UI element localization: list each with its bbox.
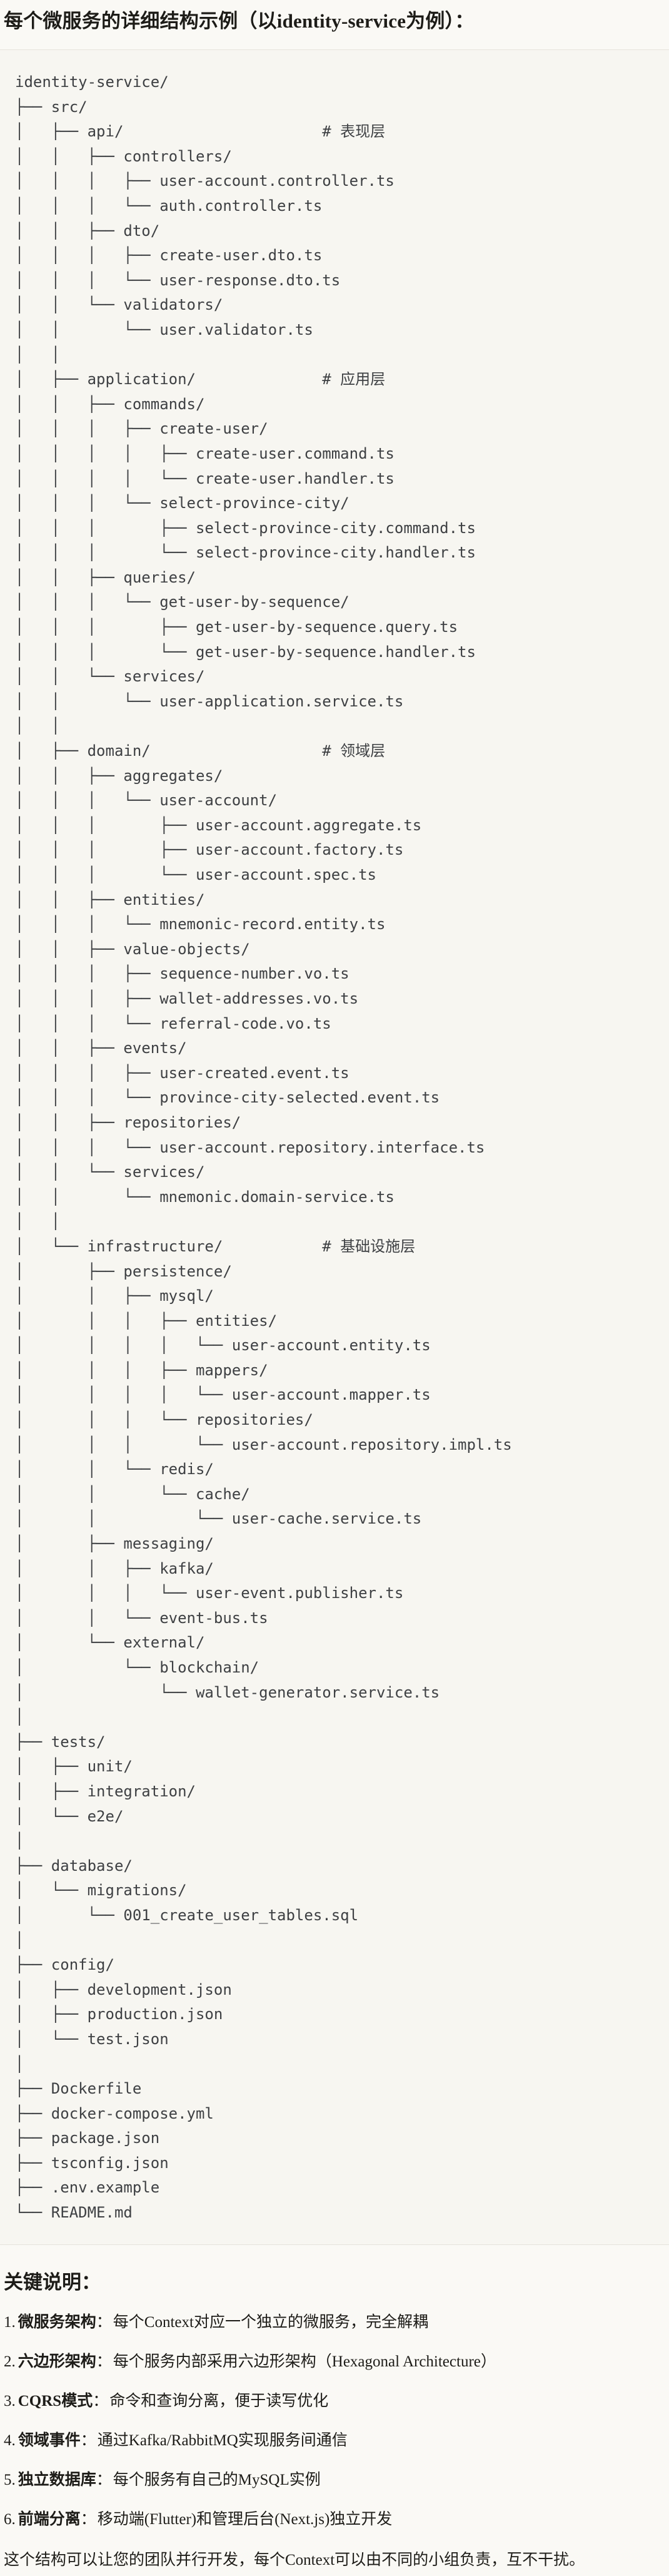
note-separator: ： — [80, 2431, 96, 2449]
notes-heading: 关键说明： — [4, 2271, 101, 2293]
code-block: identity-service/ ├── src/ │ ├── api/ # … — [0, 49, 669, 2245]
note-term: CQRS模式 — [18, 2392, 93, 2410]
page-title: 每个微服务的详细结构示例（以identity-service为例）： — [4, 10, 475, 32]
note-separator: ： — [96, 2471, 112, 2488]
note-term: 独立数据库 — [18, 2471, 96, 2488]
note-number: 6. — [4, 2510, 16, 2528]
note-number: 4. — [4, 2431, 16, 2449]
note-item-microservice: 1.微服务架构：每个Context对应一个独立的微服务，完全解耦 — [4, 2310, 663, 2335]
note-term: 领域事件 — [18, 2431, 81, 2449]
note-description: 每个服务内部采用六边形架构（Hexagonal Architecture） — [113, 2353, 496, 2370]
note-description: 移动端(Flutter)和管理后台(Next.js)独立开发 — [97, 2510, 393, 2528]
note-description: 通过Kafka/RabbitMQ实现服务间通信 — [97, 2431, 348, 2449]
note-term: 微服务架构 — [18, 2313, 96, 2331]
note-description: 每个Context对应一个独立的微服务，完全解耦 — [113, 2313, 428, 2331]
note-number: 5. — [4, 2471, 16, 2488]
note-term: 六边形架构 — [18, 2353, 96, 2370]
note-number: 2. — [4, 2353, 16, 2370]
notes-list: 1.微服务架构：每个Context对应一个独立的微服务，完全解耦 2.六边形架构… — [4, 2310, 663, 2532]
note-term: 前端分离 — [18, 2510, 81, 2528]
note-separator: ： — [96, 2313, 112, 2331]
note-separator: ： — [80, 2510, 96, 2528]
note-number: 1. — [4, 2313, 16, 2331]
closing-paragraph: 这个结构可以让您的团队并行开发，每个Context可以由不同的小组负责，互不干扰… — [4, 2551, 585, 2568]
notes-section: 关键说明： 1.微服务架构：每个Context对应一个独立的微服务，完全解耦 2… — [0, 2269, 669, 2573]
directory-tree: identity-service/ ├── src/ │ ├── api/ # … — [15, 73, 512, 2222]
note-item-cqrs: 3.CQRS模式：命令和查询分离，便于读写优化 — [4, 2389, 663, 2414]
note-description: 命令和查询分离，便于读写优化 — [109, 2392, 329, 2410]
note-number: 3. — [4, 2392, 16, 2410]
note-separator: ： — [93, 2392, 109, 2410]
note-item-hexagonal: 2.六边形架构：每个服务内部采用六边形架构（Hexagonal Architec… — [4, 2349, 663, 2375]
note-item-domain-events: 4.领域事件：通过Kafka/RabbitMQ实现服务间通信 — [4, 2428, 663, 2453]
note-item-database: 5.独立数据库：每个服务有自己的MySQL实例 — [4, 2468, 663, 2493]
note-separator: ： — [96, 2353, 112, 2370]
note-description: 每个服务有自己的MySQL实例 — [113, 2471, 321, 2488]
note-item-frontend: 6.前端分离：移动端(Flutter)和管理后台(Next.js)独立开发 — [4, 2507, 663, 2532]
